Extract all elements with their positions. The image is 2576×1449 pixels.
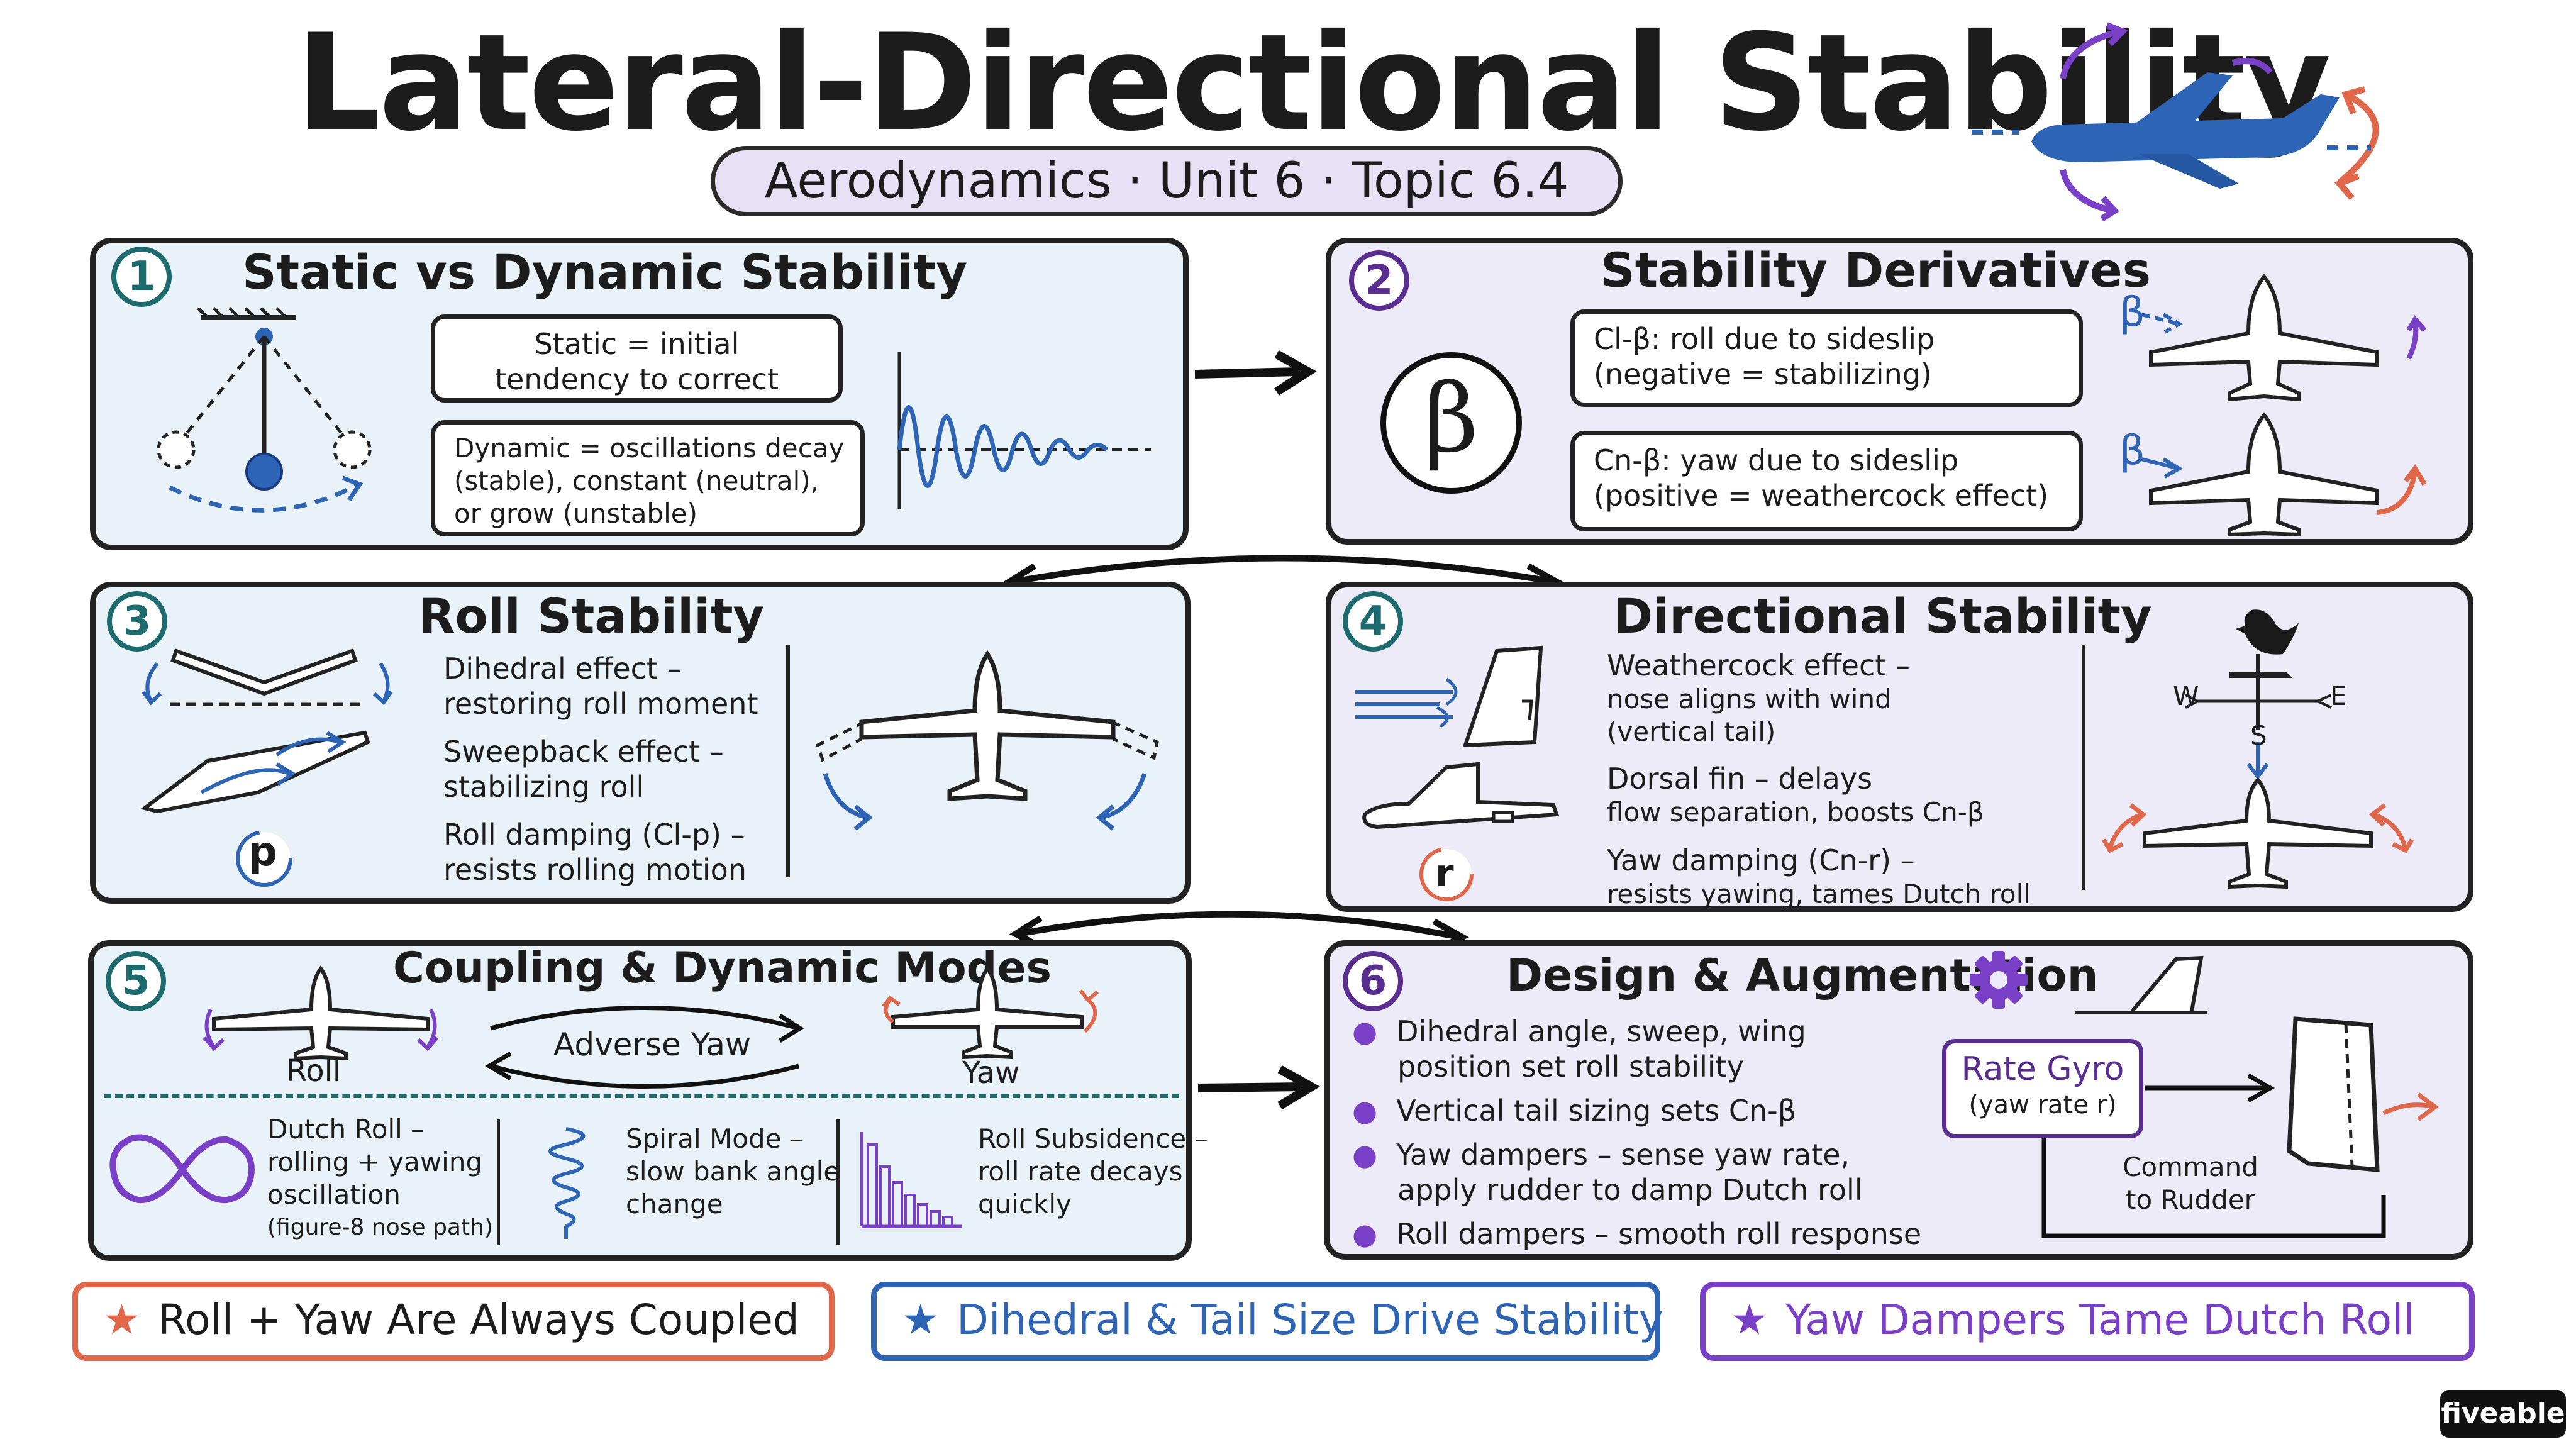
star-icon: ★ [902,1296,940,1344]
compass-west-label: W [2173,680,2199,711]
dynamic-definition-box: Dynamic = oscillations decay (stable), c… [431,420,865,536]
beta-symbol-icon: β [1380,352,1522,494]
gear-icon [1970,951,2028,1009]
divider [497,1119,500,1245]
takeaway-yaw-dampers: ★Yaw Dampers Tame Dutch Roll [1700,1282,2475,1361]
vertical-tail-dorsal-fin-illustration [1355,645,1560,901]
damped-oscillation-graph [897,352,1151,509]
adverse-yaw-arrows [485,1006,804,1089]
cl-beta-box: Cl-β: roll due to sideslip (negative = s… [1570,309,2083,407]
figure-eight-icon [109,1134,255,1204]
directional-stability-items: Weathercock effect – nose aligns with wi… [1607,648,2031,909]
panel-number: 4 [1343,591,1403,652]
roll-label: Roll [286,1053,341,1089]
arrow-right-icon [1194,350,1317,396]
panel-title: Roll Stability [418,588,765,644]
beta-label: β [2119,428,2145,474]
panel-number: 5 [106,951,166,1011]
panel-number: 2 [1349,250,1409,311]
spiral-icon [548,1127,586,1239]
rate-gyro-box: Rate Gyro (yaw rate r) [1942,1039,2143,1138]
arrow-right-icon [1197,1065,1320,1110]
star-icon: ★ [103,1296,141,1344]
roll-rate-label: p [248,829,277,875]
yaw-damper-loop-diagram [2041,1016,2439,1238]
yaw-rate-label: r [1435,852,1454,896]
panel-number: 3 [107,591,167,652]
beta-label: β [2119,289,2145,336]
cn-beta-box: Cn-β: yaw due to sideslip (positive = we… [1570,431,2083,531]
page-title: Lateral-Directional Stability [296,5,2331,160]
yaw-label: Yaw [962,1055,1020,1091]
design-bullets: ●Dihedral angle, sweep, wing position se… [1352,1014,1922,1251]
compass-east-label: E [2330,680,2347,711]
panel-number: 1 [111,247,172,307]
yaw-aircraft-icon [882,965,1099,1060]
sideslip-aircraft-icons [2141,274,2427,537]
takeaway-dihedral-tail: ★Dihedral & Tail Size Drive Stability [871,1282,1663,1361]
star-icon: ★ [1731,1296,1768,1344]
command-to-rudder-label: Command to Rudder [2123,1152,2258,1215]
dihedral-sweep-illustration [140,648,393,887]
header-airplane-illustration [1972,22,2379,222]
topic-subtitle: Aerodynamics · Unit 6 · Topic 6.4 [711,146,1623,216]
panel-title: Coupling & Dynamic Modes [393,943,1052,993]
panel-title: Stability Derivatives [1601,242,2151,298]
roll-stability-items: Dihedral effect – restoring roll moment … [443,652,758,887]
divider [836,1119,840,1245]
divider [786,645,790,877]
brand-logo: fiveable [2440,1390,2566,1438]
panel-title: Static vs Dynamic Stability [242,244,968,300]
roll-aircraft-icon [203,965,439,1061]
dutch-roll-text: Dutch Roll – rolling + yawing oscillatio… [267,1114,493,1240]
adverse-yaw-label: Adverse Yaw [553,1026,751,1063]
panel-coupling-modes [88,940,1192,1261]
divider [104,1094,1179,1098]
takeaway-roll-yaw-coupled: ★Roll + Yaw Are Always Coupled [72,1282,835,1361]
panel-design-augmentation [1324,940,2473,1260]
roll-subsidence-text: Roll Subsidence – roll rate decays quick… [978,1123,1208,1219]
vertical-tail-icon [2075,955,2207,1014]
static-definition-box: Static = initial tendency to correct [431,314,843,402]
spiral-mode-text: Spiral Mode – slow bank angle change [626,1123,840,1219]
top-view-aircraft-roll-illustration [815,650,1159,831]
weathervane-aircraft-illustration [2101,609,2414,889]
compass-south-label: S [2250,720,2267,751]
divider [2082,645,2085,890]
roll-subsidence-bars-icon [860,1132,962,1228]
panel-number: 6 [1343,951,1403,1011]
panel-title: Directional Stability [1613,588,2152,644]
pendulum-illustration [157,307,372,513]
